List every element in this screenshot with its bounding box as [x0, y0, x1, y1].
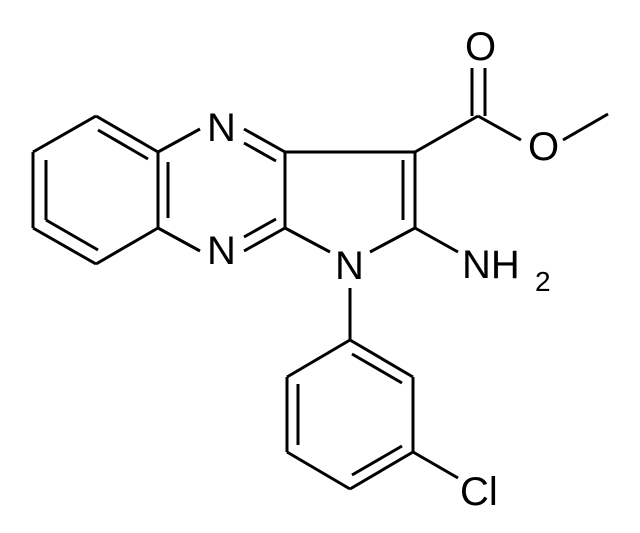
bond	[95, 226, 159, 266]
bond	[243, 226, 286, 253]
double-bond-inner	[351, 352, 403, 385]
benzo-ring	[31, 114, 160, 266]
chlorophenyl-ring	[285, 338, 415, 491]
bond	[157, 127, 201, 154]
atom-label-n-bottom: N	[207, 229, 236, 273]
ester-group	[414, 68, 609, 154]
double-bond-inner	[243, 141, 277, 163]
bond	[286, 338, 351, 379]
bond	[286, 450, 351, 491]
atom-label-nh2-subscript: 2	[535, 266, 551, 297]
c-cl-bond	[412, 450, 459, 480]
bond	[157, 226, 201, 253]
double-bond-inner	[351, 444, 403, 477]
atom-label-o-carbonyl: O	[465, 25, 496, 69]
bond	[284, 226, 331, 254]
double-bond-inner	[243, 217, 277, 239]
atom-label-nh2: NH	[462, 243, 520, 287]
pyrazine-ring	[157, 127, 287, 253]
double-bond-inner	[45, 218, 99, 252]
bond	[369, 226, 416, 254]
atom-label-n-top: N	[207, 106, 236, 150]
atom-label-chlorine: Cl	[460, 470, 498, 514]
bond	[243, 127, 286, 154]
bond	[349, 338, 414, 379]
atom-label-o-ester: O	[528, 125, 559, 169]
bond	[95, 114, 159, 154]
bond	[477, 114, 522, 142]
bond	[32, 114, 97, 154]
bond	[349, 450, 414, 491]
bond	[414, 114, 479, 154]
bond	[32, 226, 97, 266]
amino-bond	[414, 226, 459, 254]
bond	[562, 112, 609, 142]
pyrrole-ring	[284, 150, 417, 254]
double-bond-inner	[97, 128, 149, 161]
atom-label-n-pyrrole: N	[335, 244, 364, 288]
